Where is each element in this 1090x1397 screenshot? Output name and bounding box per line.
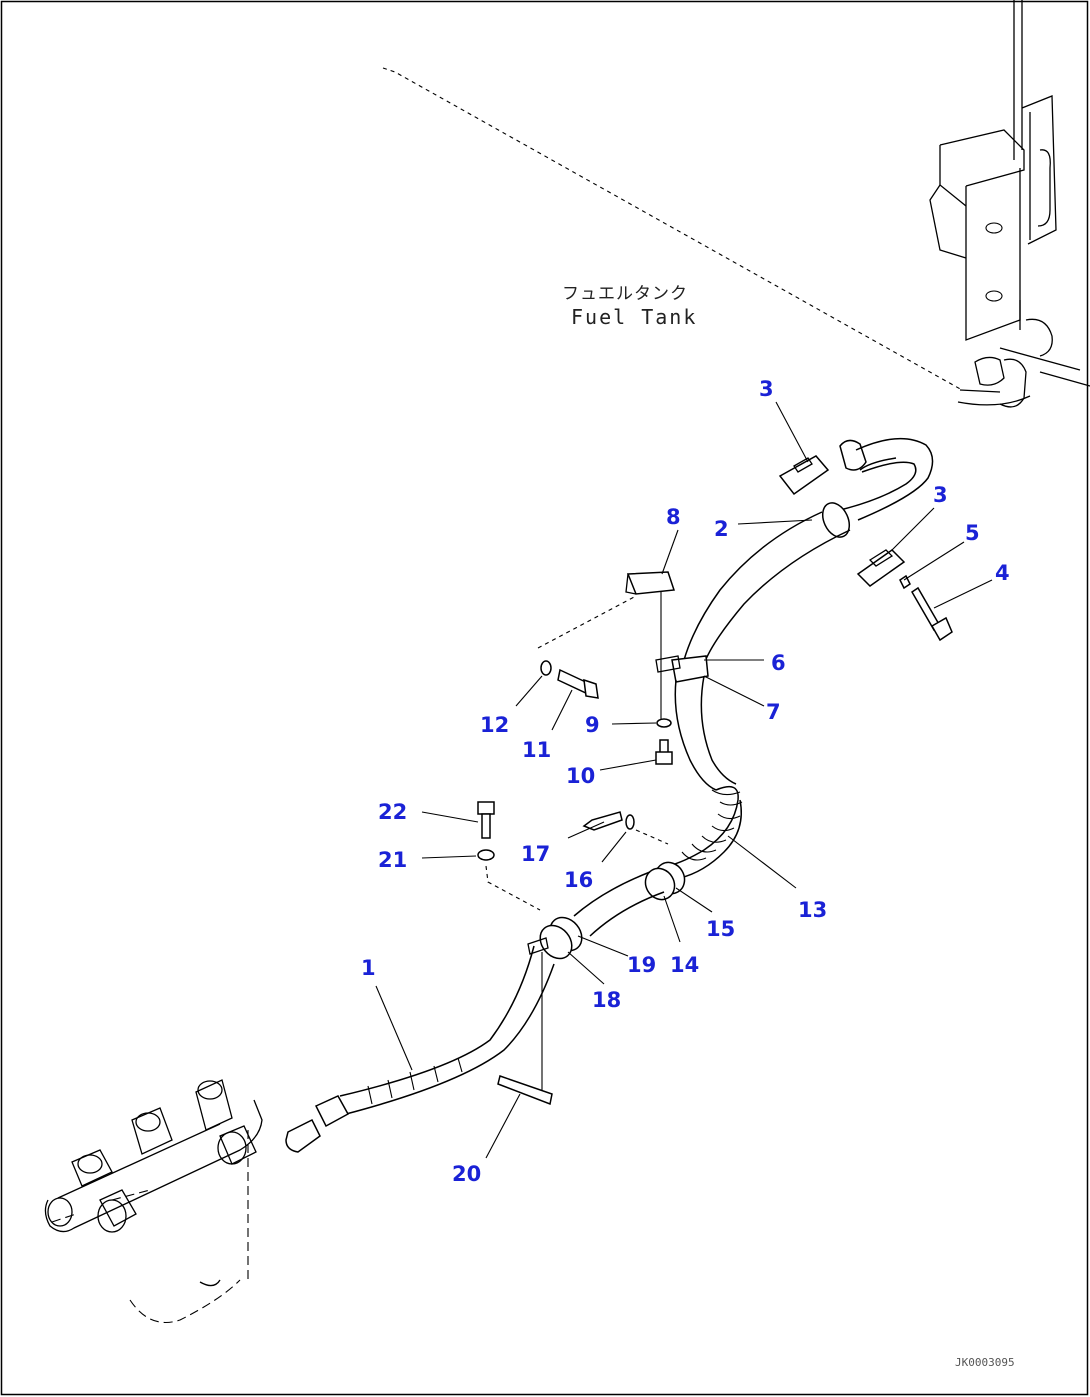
clamp-14-15 (644, 861, 686, 901)
callout-6: 6 (771, 651, 786, 675)
callout-5: 5 (965, 521, 980, 545)
callout-3-upper: 3 (759, 377, 774, 401)
callout-8: 8 (666, 505, 681, 529)
bracket-8 (625, 571, 676, 720)
washer-21 (477, 849, 495, 861)
clamp-3-upper (778, 455, 830, 496)
callout-3-lower: 3 (933, 483, 948, 507)
leader-lines (375, 401, 993, 1159)
hose-middle (527, 871, 665, 1096)
washer-5 (899, 574, 911, 590)
callout-13: 13 (798, 898, 827, 922)
callout-12: 12 (480, 713, 509, 737)
clamp-3-lower (856, 549, 906, 587)
drawing-code: JK0003095 (955, 1356, 1015, 1369)
callout-14: 14 (670, 953, 699, 977)
callout-18: 18 (592, 988, 621, 1012)
callout-1: 1 (361, 956, 376, 980)
callout-11: 11 (522, 738, 551, 762)
bolt-10 (655, 739, 673, 765)
callout-21: 21 (378, 848, 407, 872)
hose-lower (285, 945, 555, 1153)
callout-numbers: 3 3 2 8 5 4 6 7 12 11 9 10 22 21 17 16 1… (361, 377, 1010, 1186)
protector-13 (667, 785, 743, 879)
tank-label: フュエルタンク Fuel Tank (562, 284, 697, 329)
bolt-4 (910, 586, 953, 642)
callout-19: 19 (627, 953, 656, 977)
callout-16: 16 (564, 868, 593, 892)
bolt-17 (582, 811, 623, 831)
fuel-tank-outline (382, 0, 1023, 391)
callout-9: 9 (585, 713, 600, 737)
washer-16 (625, 814, 635, 830)
washer-9 (656, 718, 672, 728)
bolt-22 (477, 801, 495, 839)
callout-22: 22 (378, 800, 407, 824)
callout-20: 20 (452, 1162, 481, 1186)
washer-12 (540, 660, 552, 676)
hose-upper (655, 437, 934, 791)
callout-15: 15 (706, 917, 735, 941)
callout-7: 7 (766, 700, 781, 724)
callout-10: 10 (566, 764, 595, 788)
tank-bracket-assembly (929, 95, 1090, 408)
bolt-11 (557, 668, 599, 699)
bracket-20 (497, 1075, 553, 1106)
callout-17: 17 (521, 842, 550, 866)
filter-manifold (44, 1079, 263, 1324)
tank-label-en: Fuel Tank (571, 305, 697, 329)
tank-label-jp: フュエルタンク (562, 284, 688, 304)
callout-2: 2 (714, 517, 729, 541)
callout-4: 4 (995, 561, 1010, 585)
